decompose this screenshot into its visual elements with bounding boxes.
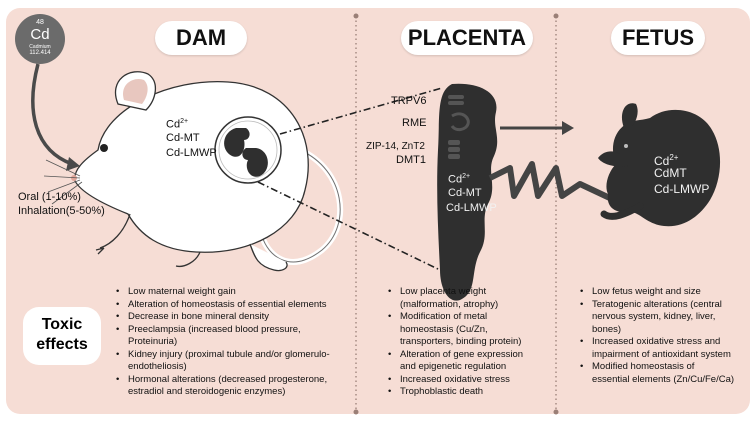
fetus-effect-item-cont: essential elements (Zn/Cu/Fe/Ca) bbox=[592, 374, 756, 387]
placenta-effect-item: Trophoblastic death bbox=[400, 386, 568, 399]
divider-dot bbox=[554, 410, 559, 415]
fetus-cd-lmwp: Cd-LMWP bbox=[654, 182, 709, 197]
placenta-effect-item-cont: transporters, binding protein) bbox=[400, 336, 568, 349]
dam-effect-item: Kidney injury (proximal tubule and/or gl… bbox=[128, 349, 362, 362]
umbilical-cord bbox=[490, 164, 614, 200]
fetus-header: FETUS bbox=[611, 21, 705, 55]
toxic-effects-label: Toxic effects bbox=[23, 307, 101, 365]
dam-effect-item: Alteration of homeostasis of essential e… bbox=[128, 299, 362, 312]
zip-transporter-icon bbox=[448, 140, 460, 159]
dam-effects-list: Low maternal weight gain Alteration of h… bbox=[114, 286, 362, 399]
fetus-effects-list: Low fetus weight and size Teratogenic al… bbox=[578, 286, 756, 386]
placenta-effect-item: Low placenta weight bbox=[400, 286, 568, 299]
transporter-zip: ZIP-14, ZnT2 bbox=[366, 140, 425, 154]
fetus-effect-item-cont: impairment of antioxidant system bbox=[592, 349, 756, 362]
dam-effect-item: Low maternal weight gain bbox=[128, 286, 362, 299]
placenta-cd-ion: Cd2+ bbox=[448, 170, 470, 187]
uterus-fetus-inset bbox=[215, 117, 281, 183]
dam-effect-item-cont: Proteinuria) bbox=[128, 336, 362, 349]
fetus-effect-item-cont: bones) bbox=[592, 324, 756, 337]
toxic-label-line1: Toxic bbox=[23, 315, 101, 335]
placenta-effect-item: Alteration of gene expression bbox=[400, 349, 568, 362]
cadmium-atomic-number: 48 bbox=[15, 19, 65, 26]
dam-effect-item-cont: estradiol and steroidogenic enzymes) bbox=[128, 386, 362, 399]
dam-header: DAM bbox=[155, 21, 247, 55]
dam-effect-item-cont: endotheliosis) bbox=[128, 361, 362, 374]
placenta-effects-list: Low placenta weight (malformation, atrop… bbox=[386, 286, 568, 399]
dam-rat-illustration bbox=[44, 72, 340, 271]
cadmium-element-badge: 48 Cd Cadmium 112.414 bbox=[15, 14, 65, 64]
toxic-label-line2: effects bbox=[23, 335, 101, 355]
exposure-inhalation: Inhalation(5-50%) bbox=[18, 204, 105, 218]
dam-effect-item: Hormonal alterations (decreased progeste… bbox=[128, 374, 362, 387]
placenta-effect-item-cont: and epigenetic regulation bbox=[400, 361, 568, 374]
fetus-effect-item: Teratogenic alterations (central bbox=[592, 299, 756, 312]
placenta-cd-mt: Cd-MT bbox=[448, 186, 482, 200]
placenta-effect-item: Increased oxidative stress bbox=[400, 374, 568, 387]
dam-cd-ion: Cd2+ bbox=[166, 115, 188, 132]
placenta-cd-lmwp: Cd-LMWP bbox=[446, 201, 497, 215]
divider-dot bbox=[554, 14, 559, 19]
divider-dot bbox=[354, 14, 359, 19]
placenta-header: PLACENTA bbox=[401, 21, 533, 55]
divider-dot bbox=[354, 410, 359, 415]
fetus-effect-item: Modified homeostasis of bbox=[592, 361, 756, 374]
dam-cd-mt: Cd-MT bbox=[166, 131, 200, 145]
transporter-rme: RME bbox=[402, 116, 426, 130]
dam-effect-item: Decrease in bone mineral density bbox=[128, 311, 362, 324]
cadmium-mass: 112.414 bbox=[15, 50, 65, 56]
rat-eye bbox=[100, 144, 108, 152]
fetus-effect-item-cont: nervous system, kidney, liver, bbox=[592, 311, 756, 324]
transporter-dmt1: DMT1 bbox=[396, 153, 426, 167]
transfer-arrowhead bbox=[562, 121, 574, 135]
transporter-trpv6: TRPV6 bbox=[391, 94, 426, 108]
exposure-oral: Oral (1-10%) bbox=[18, 190, 81, 204]
placenta-effect-item-cont: homeostasis (Cu/Zn, bbox=[400, 324, 568, 337]
cadmium-symbol: Cd bbox=[15, 26, 65, 43]
dam-cd-lmwp: Cd-LMWP bbox=[166, 146, 217, 160]
placenta-effect-item: Modification of metal bbox=[400, 311, 568, 324]
rat-mid-leg bbox=[176, 252, 200, 266]
rat-front-leg bbox=[96, 214, 130, 254]
connector-bottom bbox=[258, 182, 440, 270]
placenta-effect-item-cont: (malformation, atrophy) bbox=[400, 299, 568, 312]
exposure-arrow bbox=[33, 64, 72, 164]
fetus-cd-mt: CdMT bbox=[654, 166, 687, 181]
fetus-effect-item: Increased oxidative stress and bbox=[592, 336, 756, 349]
fetus-effect-item: Low fetus weight and size bbox=[592, 286, 756, 299]
dam-effect-item: Preeclampsia (increased blood pressure, bbox=[128, 324, 362, 337]
